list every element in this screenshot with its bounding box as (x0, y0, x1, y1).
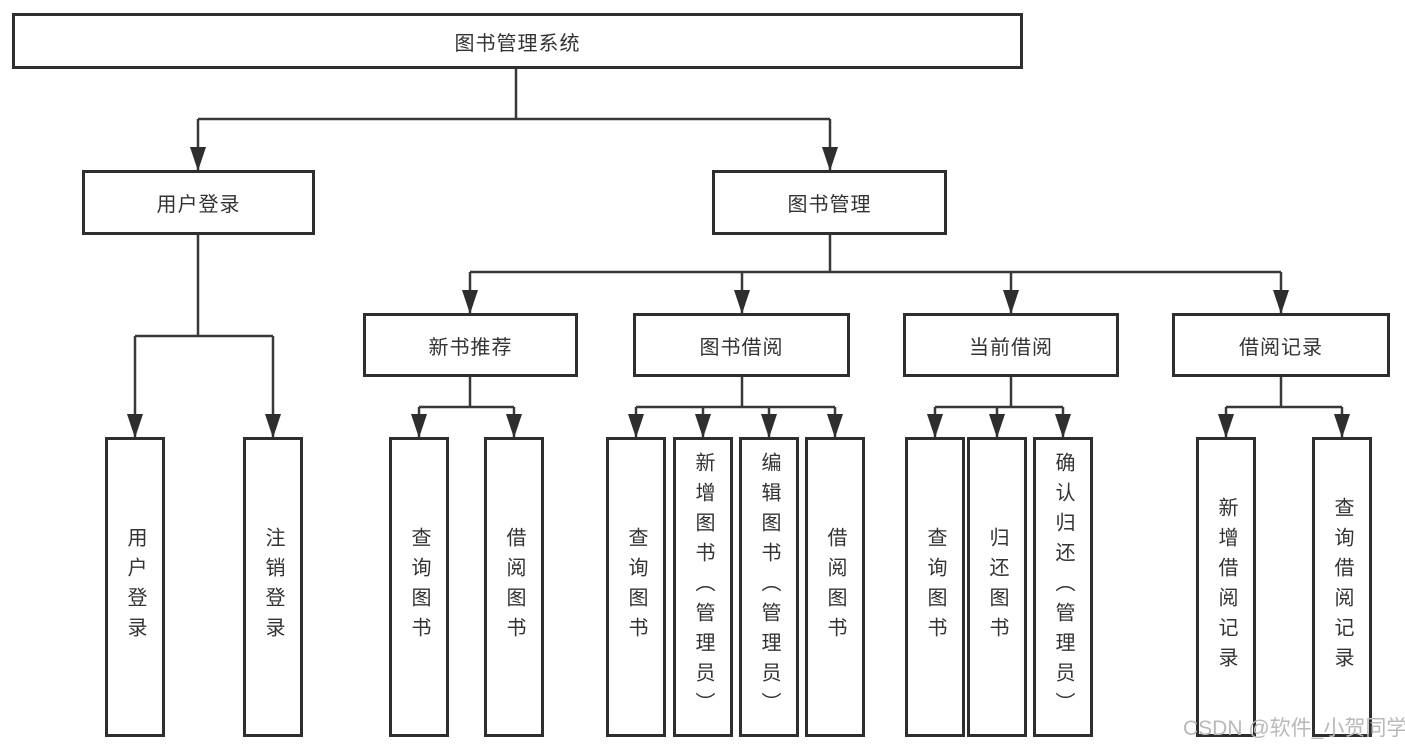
leaf-return-books: 归还图书 (967, 437, 1027, 737)
leaf-confirm-return-admin-label: 确认归还（管理员） (1052, 452, 1074, 722)
leaf-logout-label: 注销登录 (262, 527, 284, 647)
leaf-edit-books-admin: 编辑图书（管理员） (739, 437, 799, 737)
leaf-query-books-3: 查询图书 (905, 437, 965, 737)
node-borrow-records-label: 借阅记录 (1239, 336, 1323, 359)
node-book-borrow-label: 图书借阅 (699, 336, 784, 359)
leaf-query-books-2: 查询图书 (606, 437, 666, 737)
leaf-query-books-3-label: 查询图书 (924, 527, 946, 647)
leaf-borrow-books-1: 借阅图书 (484, 437, 544, 737)
node-new-book-recommend-label: 新书推荐 (428, 336, 513, 359)
leaf-logout: 注销登录 (243, 437, 303, 737)
leaf-return-books-label: 归还图书 (986, 527, 1008, 647)
node-user-login-label: 用户登录 (156, 194, 241, 216)
leaf-query-borrow-record: 查询借阅记录 (1312, 437, 1372, 737)
leaf-add-borrow-record-label: 新增借阅记录 (1215, 497, 1237, 677)
node-borrow-records: 借阅记录 (1172, 313, 1390, 377)
node-root-library-system: 图书管理系统 (12, 13, 1023, 69)
node-current-borrow: 当前借阅 (903, 313, 1119, 377)
leaf-user-login-label: 用户登录 (124, 527, 146, 647)
node-current-borrow-label: 当前借阅 (969, 336, 1053, 359)
node-new-book-recommend: 新书推荐 (363, 313, 578, 377)
leaf-edit-books-admin-label: 编辑图书（管理员） (758, 452, 780, 722)
leaf-query-books-1-label: 查询图书 (408, 527, 430, 647)
node-root-label: 图书管理系统 (454, 32, 581, 55)
leaf-user-login: 用户登录 (105, 437, 165, 737)
node-user-login: 用户登录 (82, 170, 315, 235)
leaf-borrow-books-1-label: 借阅图书 (503, 527, 525, 647)
leaf-add-borrow-record: 新增借阅记录 (1196, 437, 1256, 737)
leaf-query-books-2-label: 查询图书 (625, 527, 647, 647)
leaf-query-borrow-record-label: 查询借阅记录 (1331, 497, 1353, 677)
node-book-borrow: 图书借阅 (633, 313, 850, 377)
leaf-add-books-admin-label: 新增图书（管理员） (692, 452, 714, 722)
node-book-management: 图书管理 (712, 170, 947, 235)
leaf-query-books-1: 查询图书 (389, 437, 449, 737)
csdn-watermark: CSDN @软件_小贺同学 (1183, 717, 1405, 740)
node-book-management-label: 图书管理 (787, 194, 872, 216)
leaf-borrow-books-2-label: 借阅图书 (824, 527, 846, 647)
leaf-add-books-admin: 新增图书（管理员） (673, 437, 733, 737)
leaf-confirm-return-admin: 确认归还（管理员） (1033, 437, 1093, 737)
leaf-borrow-books-2: 借阅图书 (805, 437, 865, 737)
